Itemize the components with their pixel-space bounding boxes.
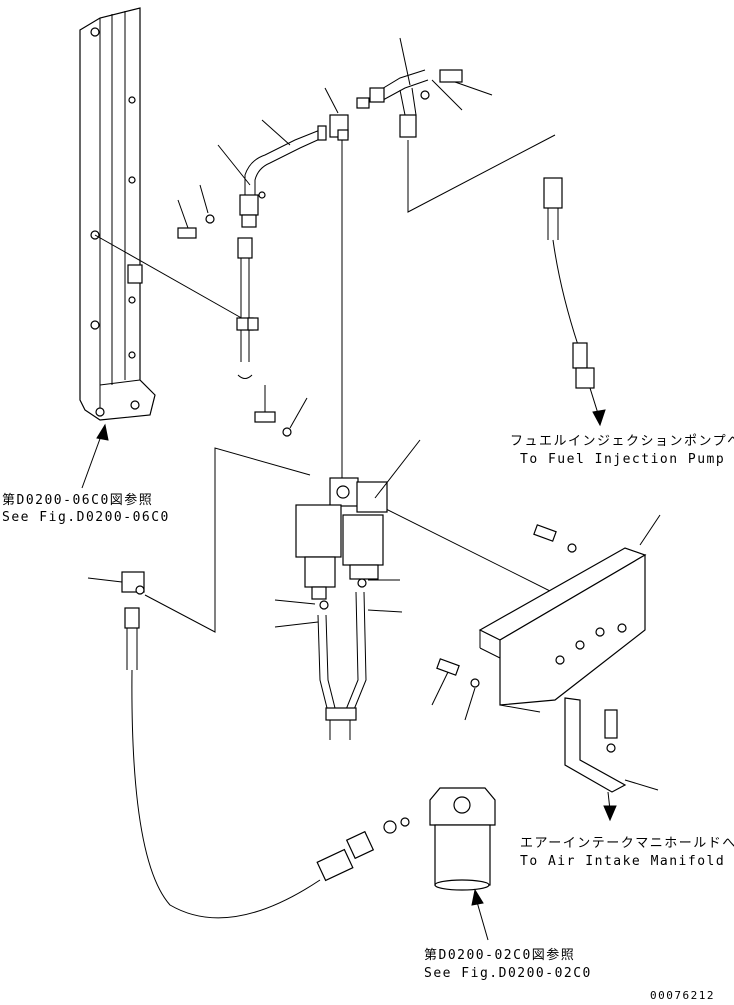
- l-bracket-intake: [499, 697, 659, 822]
- route-line-left: [144, 447, 311, 633]
- air-intake-label-en: To Air Intake Manifold: [520, 854, 726, 869]
- bent-pipe-upper: [239, 125, 327, 228]
- mounting-bracket-right: [431, 514, 661, 721]
- leader-lines-upper: [177, 37, 493, 429]
- bottom-filter: [429, 787, 496, 941]
- fuel-pump-label-jp: フュエルインジェクションポンプへ: [510, 434, 734, 449]
- ref-02c0-jp: 第D0200-02C0図参照: [424, 948, 576, 963]
- route-line-right: [367, 499, 569, 601]
- drain-hoses: [317, 591, 367, 740]
- leader-line: [94, 234, 246, 321]
- elbow-fitting-top: [329, 114, 349, 490]
- ref-06c0-jp: 第D0200-06C0図参照: [2, 493, 154, 508]
- ref-06c0-en: See Fig.D0200-06C0: [2, 510, 170, 525]
- bolt-washer-set-upper: [177, 214, 292, 437]
- twin-fuel-filter: [295, 439, 421, 610]
- ref-02c0-en: See Fig.D0200-02C0: [424, 966, 592, 981]
- fuel-pump-label-en: To Fuel Injection Pump: [520, 452, 726, 467]
- elbow-fitting-left: [87, 571, 410, 919]
- route-to-fuel-pump: [407, 134, 606, 427]
- fuel-hose-middle: [236, 237, 259, 379]
- vertical-bracket-rail: [79, 7, 156, 421]
- arrow-to-ref-06c0: [81, 423, 109, 489]
- leader-lines-filter: [274, 579, 403, 628]
- air-intake-label-jp: エアーインテークマニホールドへ: [520, 836, 734, 851]
- tee-pipe-upper: [356, 69, 463, 138]
- drawing-number: 00076212: [650, 989, 715, 1002]
